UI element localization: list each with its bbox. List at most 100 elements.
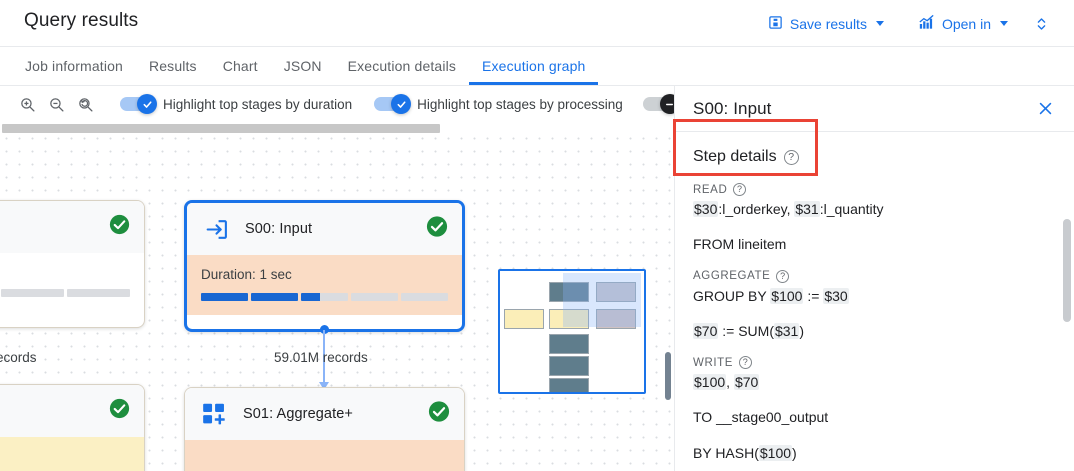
section-value: TO __stage00_output [693,409,829,426]
zoom-reset-icon [78,97,93,112]
node-title: S01: Aggregate+ [243,406,353,422]
success-check-icon [428,401,450,428]
tab-chart[interactable]: Chart [222,58,258,74]
bar-segment [301,293,348,301]
minimap-node [549,334,589,354]
node-duration-bar [201,293,448,301]
step-details-panel: S00: Input Step details ? READ ? $30:l_o… [674,86,1074,471]
graph-node-s01-aggregate[interactable]: S01: Aggregate+ [184,387,465,471]
toggle-switch[interactable] [374,94,412,114]
section-key-label: AGGREGATE [693,270,771,283]
canvas-vertical-scrollbar[interactable] [665,352,671,400]
panel-section-by: BY HASH($100) [693,443,1056,463]
tab-execution-details[interactable]: Execution details [347,58,457,74]
toggle-switch[interactable] [642,94,680,114]
zoom-out-button[interactable] [43,91,69,117]
step-details-label: Step details [693,148,777,165]
save-icon [768,15,783,33]
panel-vertical-scrollbar[interactable] [1063,219,1071,322]
panel-section-from: FROM lineitem [693,234,1056,254]
execution-graph-canvas[interactable]: ecords [0,122,674,471]
node-body [185,440,464,471]
tab-job-information[interactable]: Job information [25,58,123,74]
panel-section-write: WRITE ? $100, $70 [693,356,1056,392]
section-key-label: WRITE [693,356,734,369]
panel-section-read: READ ? $30:l_orderkey, $31:l_quantity [693,183,1056,219]
minimap-node [549,309,589,329]
minimap-viewport[interactable] [563,273,641,327]
bar-segment [401,293,448,301]
zoom-reset-button[interactable] [72,91,98,117]
graph-node-partial-bottom[interactable] [0,384,145,471]
minimap-node [504,309,544,329]
toggle-label: Highlight top stages by processing [417,96,623,112]
node-body: Duration: 1 sec [187,255,462,315]
minimap-node [549,356,589,376]
minimap-node [596,309,636,329]
panel-section-sum: $70 := SUM($31) [693,321,1056,341]
zoom-in-button[interactable] [14,91,40,117]
expand-collapse-icon [1037,17,1045,30]
node-body [0,253,144,311]
section-key: READ ? [693,183,1056,196]
save-results-button[interactable]: Save results [758,8,894,40]
graph-minimap[interactable] [498,269,646,394]
toggle-highlight-by-processing[interactable]: Highlight top stages by processing [374,94,623,114]
bar-segment [251,293,298,301]
help-circle-icon[interactable]: ? [733,183,747,196]
graph-node-partial-top[interactable] [0,200,145,328]
graph-node-s00-input[interactable]: S00: Input Duration: 1 sec [184,200,465,332]
section-key-label: READ [693,183,728,196]
toggle-third-option[interactable] [642,94,680,114]
help-circle-icon[interactable]: ? [783,149,799,165]
edge-arrowhead-icon [319,382,329,390]
node-header: S00: Input [187,203,462,255]
section-key: AGGREGATE ? [693,269,1056,283]
graph-toolbar: Highlight top stages by duration Highlig… [0,86,680,122]
open-in-button[interactable]: Open in [908,7,1018,40]
section-key: WRITE ? [693,356,1056,370]
node-body [0,437,144,471]
canvas-horizontal-scrollbar[interactable] [2,124,440,133]
tab-results[interactable]: Results [148,58,197,74]
node-header [0,385,144,437]
bar-segment [1,289,64,297]
check-icon [397,100,406,108]
close-panel-button[interactable] [1030,94,1060,124]
save-results-label: Save results [789,15,867,32]
toggle-knob [137,94,157,114]
aggregate-plus-icon [199,399,229,429]
success-check-icon [109,214,130,240]
help-circle-icon[interactable]: ? [776,269,790,283]
tab-json[interactable]: JSON [283,58,322,74]
minus-icon [666,103,674,105]
bar-segment [201,293,248,301]
node-duration-text: Duration: 1 sec [201,267,292,282]
help-circle-icon[interactable]: ? [739,356,753,370]
input-arrow-icon [201,214,231,244]
node-title: S00: Input [245,221,313,237]
panel-section-aggregate: AGGREGATE ? GROUP BY $100 := $30 [693,269,1056,306]
edge-label-records: 59.01M records [274,350,368,365]
section-value: $100, $70 [693,374,760,391]
section-value: $70 := SUM($31) [693,322,805,339]
minimap-node [549,378,589,392]
minimap-node [549,282,589,302]
section-value: BY HASH($100) [693,444,797,461]
toggle-highlight-by-duration[interactable]: Highlight top stages by duration [120,94,352,114]
zoom-out-icon [49,97,64,112]
success-check-icon [426,216,448,243]
step-details-heading: Step details ? [693,148,1056,166]
expand-collapse-button[interactable] [1024,7,1058,41]
chevron-down-icon [875,21,884,26]
toggle-switch[interactable] [120,94,157,114]
node-header: S01: Aggregate+ [185,388,464,440]
section-value: GROUP BY $100 := $30 [693,287,849,304]
edge-label-left: ecords [0,350,37,365]
header-actions: Save results Open in [758,0,1064,47]
panel-title: S00: Input [693,98,772,118]
check-icon [143,100,151,108]
tab-execution-graph[interactable]: Execution graph [469,47,599,85]
tab-bar: Job information Results Chart JSON Execu… [0,47,1074,86]
